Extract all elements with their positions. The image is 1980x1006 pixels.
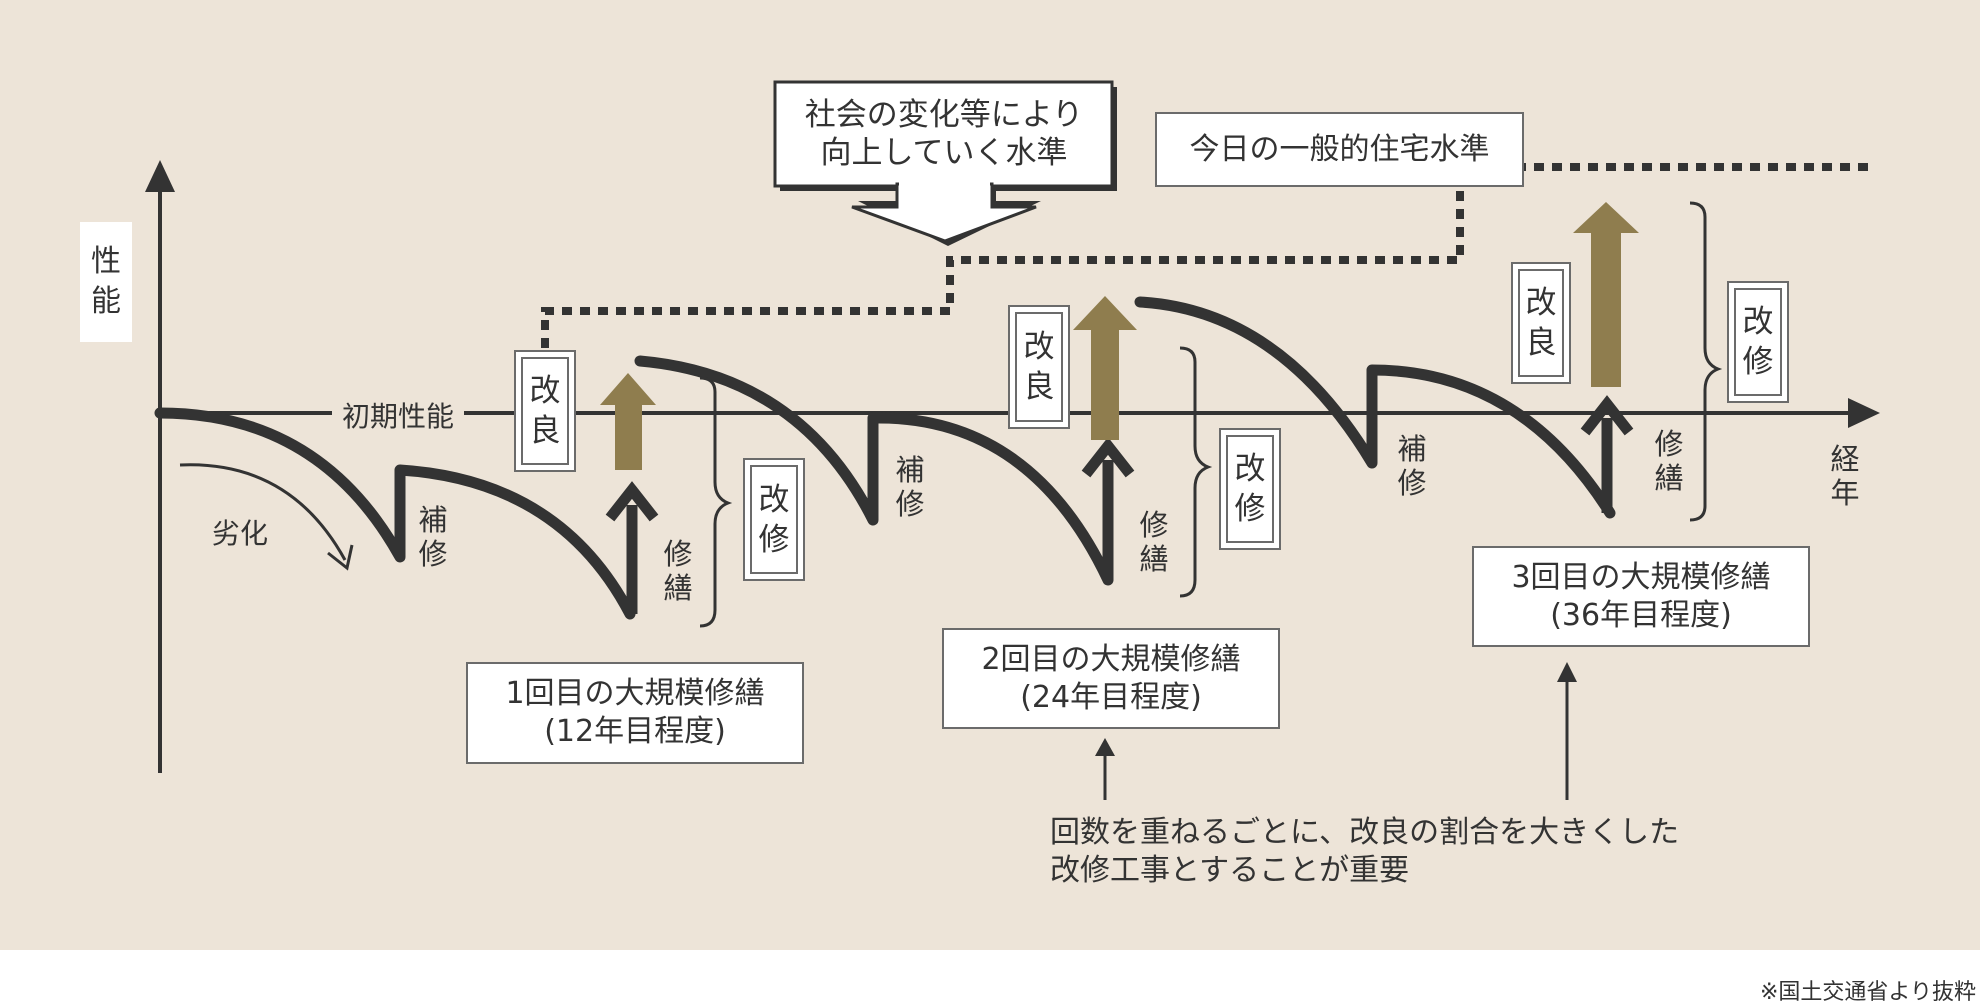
x-axis-arrowhead bbox=[1848, 398, 1880, 428]
maintenance-label-2: 修繕 bbox=[1139, 508, 1169, 576]
source-footer: ※国土交通省より抜粋 bbox=[1760, 980, 1976, 1005]
pointer-arrow-2 bbox=[1095, 738, 1115, 800]
improvement-box-2: 改良 bbox=[1008, 305, 1070, 429]
initial-performance-label: 初期性能 bbox=[332, 395, 465, 435]
society-callout-text: 社会の変化等により 向上していく水準 bbox=[804, 97, 1084, 171]
maintenance-arrow-1 bbox=[605, 481, 659, 614]
milestone-box-2: 2回目の大規模修繕 (24年目程度) bbox=[942, 628, 1280, 729]
improvement-box-3: 改良 bbox=[1511, 262, 1571, 384]
milestone-box-3: 3回目の大規模修繕 (36年目程度) bbox=[1472, 546, 1810, 647]
maintenance-arrow-2 bbox=[1081, 437, 1135, 580]
repair-label-1: 補修 bbox=[418, 503, 448, 571]
brace-2 bbox=[1179, 346, 1213, 598]
deterioration-arrowhead bbox=[327, 544, 354, 571]
pointer-arrow-3 bbox=[1557, 662, 1577, 800]
brace-1 bbox=[699, 376, 733, 628]
x-axis-label: 経 年 bbox=[1830, 442, 1860, 510]
y-axis-arrowhead bbox=[145, 160, 175, 192]
deterioration-arrow bbox=[179, 463, 347, 561]
standard-level-dotted-line bbox=[541, 163, 1870, 348]
standard-level-box: 今日の一般的住宅水準 bbox=[1155, 112, 1524, 187]
key-point-note: 回数を重ねるごとに、改良の割合を大きくした 改修工事とすることが重要 bbox=[1050, 815, 1680, 888]
performance-curve bbox=[154, 296, 1616, 620]
improvement-arrow-1 bbox=[600, 373, 656, 470]
milestone-box-1: 1回目の大規模修繕 (12年目程度) bbox=[466, 662, 804, 764]
renovation-box-3: 改修 bbox=[1727, 281, 1789, 403]
renovation-box-2: 改修 bbox=[1219, 428, 1281, 550]
y-axis-label: 性 能 bbox=[80, 222, 132, 342]
improvement-box-1: 改良 bbox=[514, 350, 576, 472]
repair-label-2: 補修 bbox=[895, 453, 925, 521]
deterioration-label: 劣化 bbox=[212, 517, 269, 550]
society-callout-arrow bbox=[773, 80, 1117, 246]
renovation-box-1: 改修 bbox=[743, 458, 805, 581]
improvement-arrow-2 bbox=[1073, 296, 1137, 440]
repair-label-3: 補修 bbox=[1397, 432, 1427, 500]
maintenance-label-1: 修繕 bbox=[663, 537, 693, 605]
maintenance-arrow-3 bbox=[1580, 395, 1634, 513]
improvement-arrow-3 bbox=[1573, 202, 1639, 387]
maintenance-label-3: 修繕 bbox=[1654, 427, 1684, 495]
brace-3 bbox=[1689, 201, 1723, 522]
